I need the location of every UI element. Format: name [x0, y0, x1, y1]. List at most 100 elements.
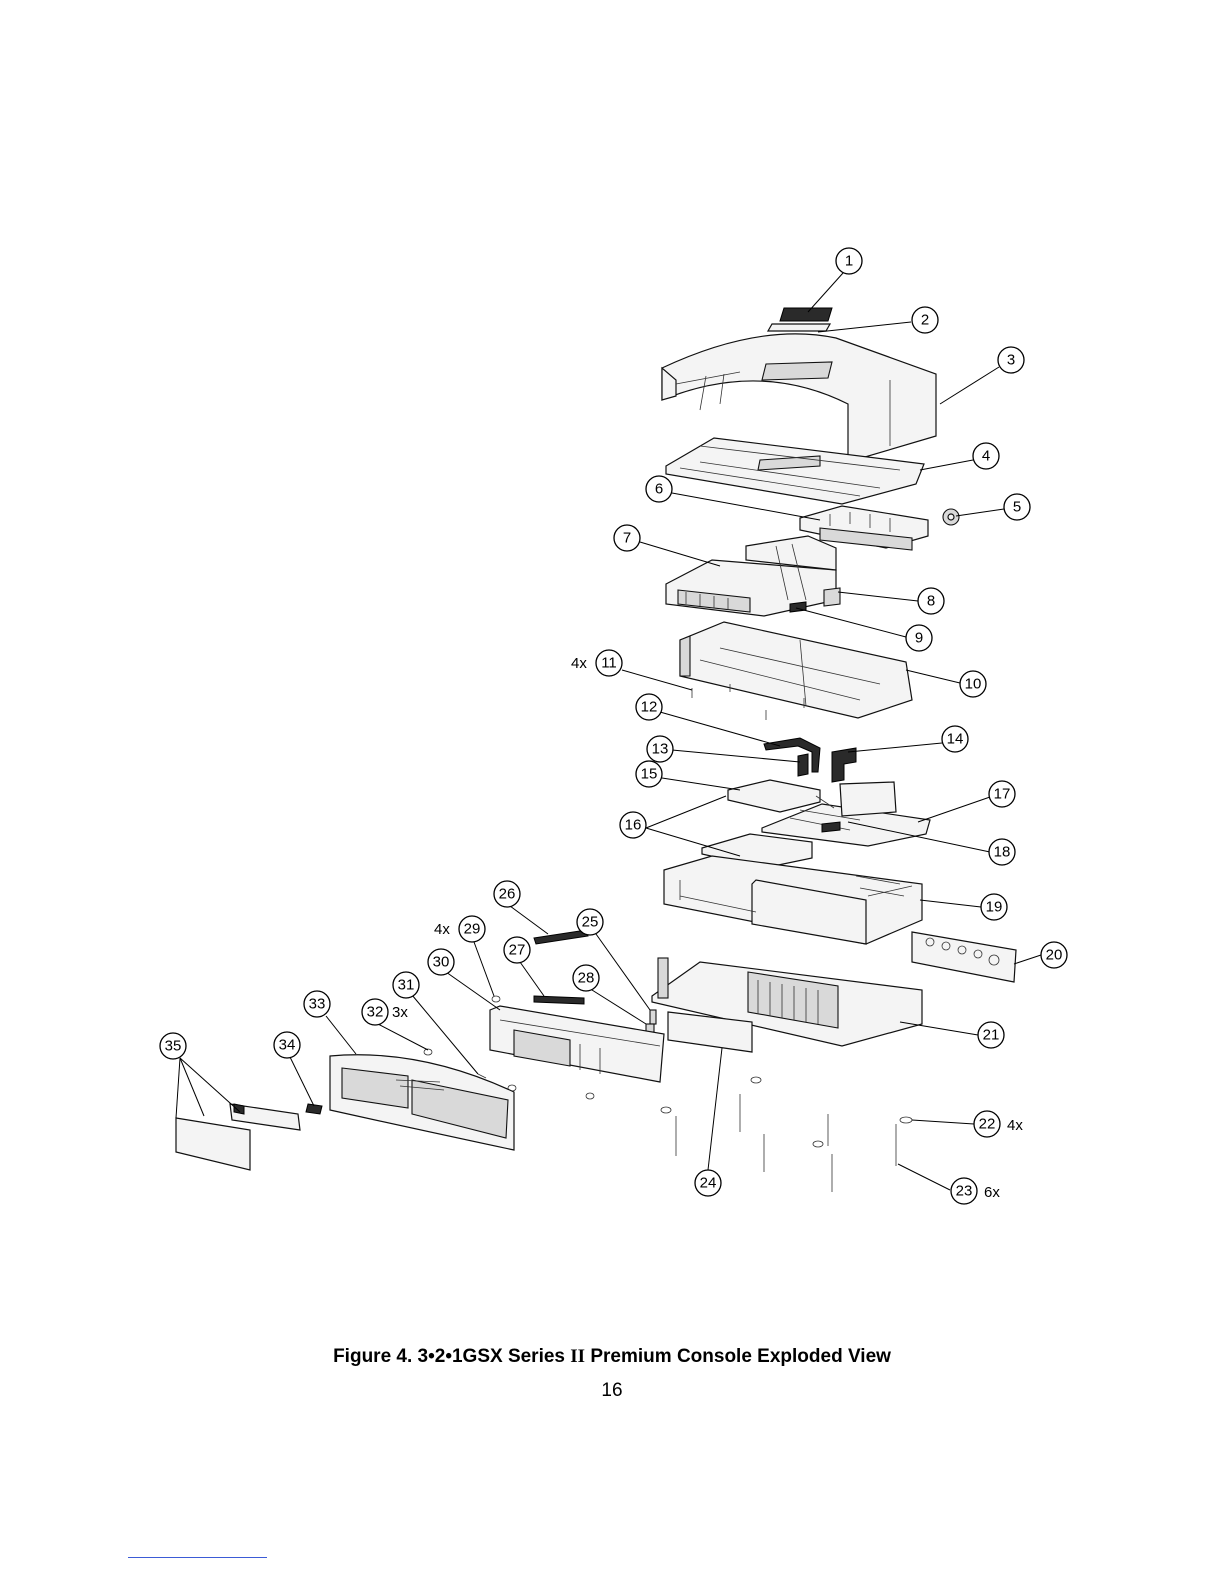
svg-text:16: 16: [625, 817, 642, 834]
callout-31: 31: [393, 972, 419, 998]
qty-29: 4x: [434, 921, 450, 938]
callout-28: 28: [573, 965, 599, 991]
part-drawings: [176, 308, 1016, 1192]
callout-16: 16: [620, 812, 646, 838]
callout-21: 21: [978, 1022, 1004, 1048]
callout-2: 2: [912, 307, 938, 333]
svg-text:26: 26: [499, 886, 516, 903]
figure-caption: Figure 4. 3•2•1GSX Series II Premium Con…: [0, 1346, 1224, 1368]
svg-text:31: 31: [398, 977, 415, 994]
part-3-top-cover: [662, 334, 936, 462]
part-12-cable: [764, 738, 820, 772]
callout-4: 4: [973, 443, 999, 469]
part-25-spring: [650, 1010, 656, 1024]
qty-11: 4x: [571, 655, 587, 672]
callout-23: 23: [951, 1178, 977, 1204]
svg-text:32: 32: [367, 1004, 384, 1021]
callout-29: 29: [459, 916, 485, 942]
callout-8: 8: [918, 588, 944, 614]
part-33-front-bezel: [330, 1055, 514, 1150]
part-1-keypad: [780, 308, 832, 321]
part-20-rear-panel: [912, 932, 1016, 982]
svg-text:24: 24: [700, 1175, 717, 1192]
qty-23: 6x: [984, 1184, 1000, 1201]
svg-text:14: 14: [947, 731, 964, 748]
part-30-front-panel: [490, 1006, 664, 1082]
part-10-chassis-tray: [680, 622, 912, 718]
svg-text:9: 9: [915, 630, 923, 647]
callout-11: 11: [596, 650, 622, 676]
callout-19: 19: [981, 894, 1007, 920]
svg-text:21: 21: [983, 1027, 1000, 1044]
callout-32: 32: [362, 999, 388, 1025]
part-26-button-strip: [534, 930, 588, 944]
svg-text:35: 35: [165, 1038, 182, 1055]
svg-text:2: 2: [921, 312, 929, 329]
svg-text:23: 23: [956, 1183, 973, 1200]
svg-text:19: 19: [986, 899, 1003, 916]
footer-rule: [128, 1557, 267, 1558]
callout-12: 12: [636, 694, 662, 720]
svg-text:13: 13: [652, 741, 669, 758]
svg-text:6: 6: [655, 481, 663, 498]
svg-text:17: 17: [994, 786, 1011, 803]
svg-text:1: 1: [845, 253, 853, 270]
callout-27: 27: [504, 937, 530, 963]
svg-text:10: 10: [965, 676, 982, 693]
part-14-bracket: [832, 748, 856, 782]
part-13-clip: [798, 754, 808, 776]
part-27-button-strip: [534, 996, 584, 1004]
part-2-gasket: [768, 324, 830, 331]
callout-35: 35: [160, 1033, 186, 1059]
callout-25: 25: [577, 909, 603, 935]
callout-13: 13: [647, 736, 673, 762]
svg-text:7: 7: [623, 530, 631, 547]
svg-text:30: 30: [433, 954, 450, 971]
callout-22: 22: [974, 1111, 1000, 1137]
callout-26: 26: [494, 881, 520, 907]
svg-text:11: 11: [601, 655, 617, 672]
caption-prefix: Figure 4. 3•2•1GSX Series: [333, 1346, 570, 1367]
svg-text:3: 3: [1007, 352, 1015, 369]
callout-18: 18: [989, 839, 1015, 865]
callout-3: 3: [998, 347, 1024, 373]
callout-20: 20: [1041, 942, 1067, 968]
svg-text:28: 28: [578, 970, 595, 987]
callout-17: 17: [989, 781, 1015, 807]
callout-30: 30: [428, 949, 454, 975]
callout-24: 24: [695, 1170, 721, 1196]
page-number: 16: [0, 1380, 1224, 1402]
part-29-screw: [492, 996, 500, 1002]
callout-5: 5: [1004, 494, 1030, 520]
callout-14: 14: [942, 726, 968, 752]
svg-text:25: 25: [582, 914, 599, 931]
callout-10: 10: [960, 671, 986, 697]
svg-text:27: 27: [509, 942, 526, 959]
svg-text:12: 12: [641, 699, 658, 716]
callout-9: 9: [906, 625, 932, 651]
callout-33: 33: [304, 991, 330, 1017]
callout-7: 7: [614, 525, 640, 551]
callout-6: 6: [646, 476, 672, 502]
part-8-bracket: [824, 588, 840, 606]
caption-roman: II: [570, 1346, 585, 1367]
qty-32: 3x: [392, 1004, 408, 1021]
part-7-media-drive: [666, 536, 836, 616]
svg-text:15: 15: [641, 766, 658, 783]
callout-1: 1: [836, 248, 862, 274]
svg-text:29: 29: [464, 921, 481, 938]
part-35-door: [176, 1104, 300, 1170]
qty-22: 4x: [1007, 1117, 1023, 1134]
callout-34: 34: [274, 1032, 300, 1058]
part-19-chassis-box: [664, 856, 922, 944]
svg-text:4: 4: [982, 448, 990, 465]
svg-text:8: 8: [927, 593, 935, 610]
svg-text:22: 22: [979, 1116, 996, 1133]
svg-text:33: 33: [309, 996, 326, 1013]
svg-text:5: 5: [1013, 499, 1021, 516]
part-5-knob: [943, 509, 959, 525]
svg-text:18: 18: [994, 844, 1011, 861]
caption-suffix: Premium Console Exploded View: [585, 1346, 891, 1367]
svg-text:34: 34: [279, 1037, 296, 1054]
svg-text:20: 20: [1046, 947, 1063, 964]
